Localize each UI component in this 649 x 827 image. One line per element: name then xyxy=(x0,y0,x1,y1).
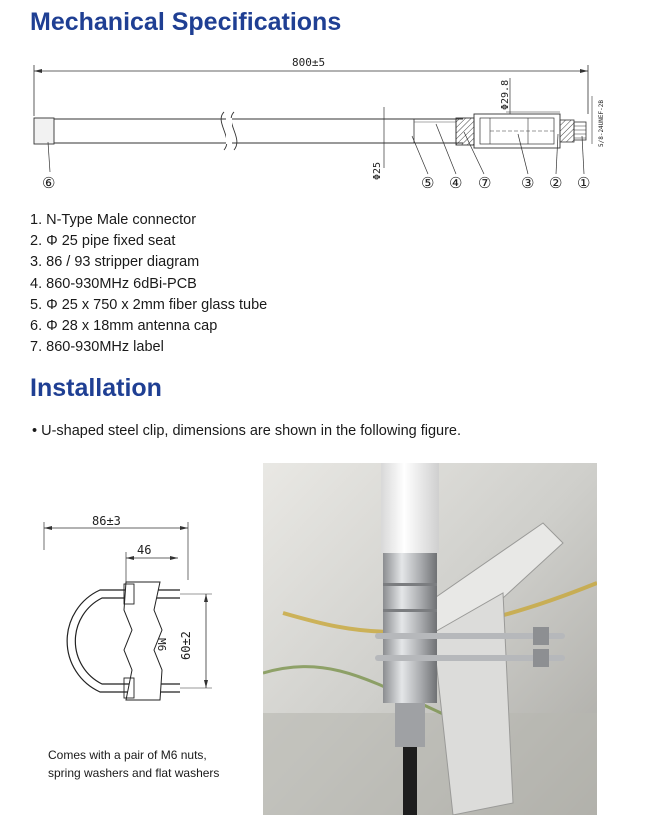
spec-item: 7. 860-930MHz label xyxy=(30,339,164,356)
spec-item: 4. 860-930MHz 6dBi-PCB xyxy=(30,275,197,292)
spec-list: 1. N-Type Male connector 2. Φ 25 pipe fi… xyxy=(30,210,267,358)
install-bullet: • U-shaped steel clip, dimensions are sh… xyxy=(32,423,462,439)
installation-photo xyxy=(263,463,597,815)
callout-2: ② xyxy=(549,175,562,192)
spec-item: 5. Φ 25 x 750 x 2mm fiber glass tube xyxy=(30,296,268,313)
spec-item: 2. Φ 25 pipe fixed seat xyxy=(30,233,176,250)
spec-item: 6. Φ 28 x 18mm antenna cap xyxy=(30,318,218,335)
install-section-title: Installation xyxy=(30,374,162,402)
callout-4: ④ xyxy=(449,175,462,192)
length-dimension: 800±5 xyxy=(292,56,325,69)
callout-6: ⑥ xyxy=(42,175,55,192)
spec-item: 3. 86 / 93 stripper diagram xyxy=(30,254,200,271)
antenna-drawing: 800±5 Φ25 Φ29.8 5/8-24UNEF-2B ⑥ ⑤ ④ ⑦ ③ … xyxy=(33,56,605,192)
u-clip-drawing: 86±3 46 M6 60±2 xyxy=(43,514,212,701)
clip-inner-dimension: 46 xyxy=(137,543,151,557)
thread-label: 5/8-24UNEF-2B xyxy=(598,100,605,147)
seat-diameter-label: Φ29.8 xyxy=(500,80,511,110)
bolt-size-label: M6 xyxy=(155,638,168,651)
callout-5: ⑤ xyxy=(421,175,434,192)
spec-section-title: Mechanical Specifications xyxy=(30,8,342,36)
callout-3: ③ xyxy=(521,175,534,192)
clip-height-dimension: 60±2 xyxy=(179,631,193,660)
spec-item: 1. N-Type Male connector xyxy=(30,212,197,228)
callout-7: ⑦ xyxy=(478,175,491,192)
clip-width-dimension: 86±3 xyxy=(92,514,121,528)
tube-diameter-label: Φ25 xyxy=(372,162,383,180)
clip-caption: Comes with a pair of M6 nuts, spring was… xyxy=(48,748,220,780)
callout-1: ① xyxy=(577,175,590,192)
installation-photo-illustration xyxy=(263,463,597,815)
